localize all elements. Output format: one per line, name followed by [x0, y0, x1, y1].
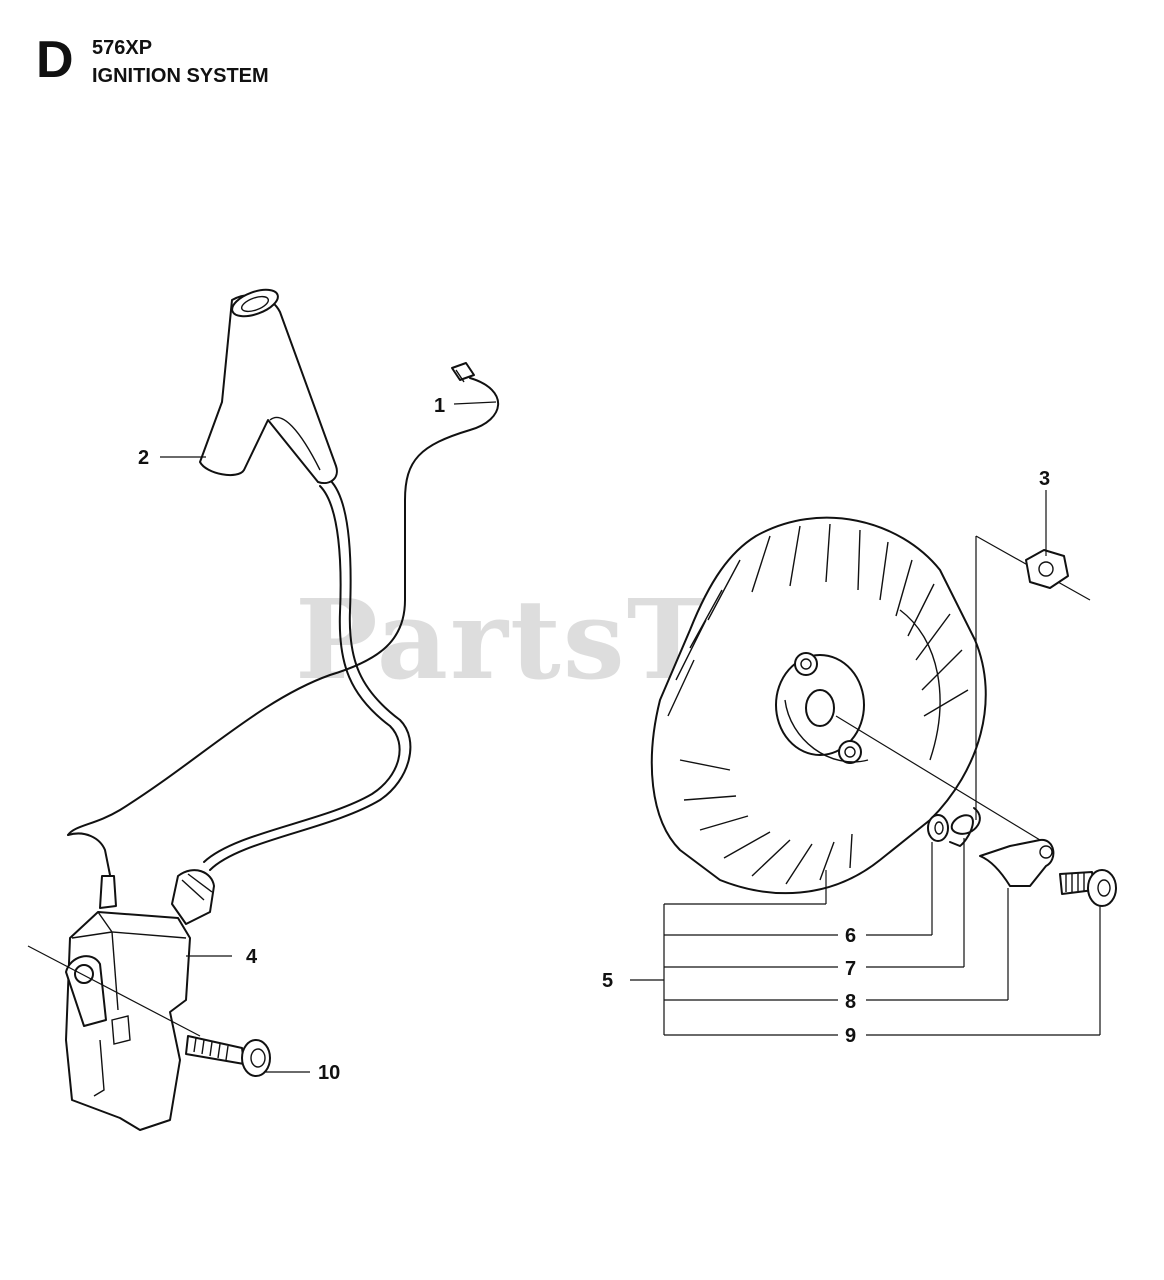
- ignition-lead-wires: [67, 377, 500, 876]
- nut-3: [975, 535, 1091, 601]
- callout-1: 1: [434, 395, 445, 417]
- leader-lines: [160, 401, 1101, 1073]
- callout-4: 4: [246, 946, 258, 968]
- callout-7: 7: [845, 958, 856, 980]
- callout-8: 8: [845, 991, 856, 1013]
- washer-6: [927, 814, 949, 842]
- callout-5: 5: [602, 970, 613, 992]
- model-number: 576XP: [92, 37, 153, 59]
- flywheel: [650, 516, 1041, 895]
- screw-10: [27, 945, 271, 1077]
- screw-9: [1059, 869, 1117, 907]
- callout-10: 10: [318, 1062, 340, 1084]
- callout-2: 2: [138, 447, 149, 469]
- page-title: IGNITION SYSTEM: [92, 65, 269, 87]
- spring-7: [949, 807, 981, 848]
- callout-9: 9: [845, 1025, 856, 1047]
- ignition-module: [65, 869, 215, 1131]
- callout-6: 6: [845, 925, 856, 947]
- pawl-8: [979, 838, 1055, 887]
- section-letter: D: [36, 31, 74, 89]
- spark-plug-cap: [199, 288, 338, 484]
- wire-terminal: [451, 362, 475, 383]
- callout-3: 3: [1039, 468, 1050, 490]
